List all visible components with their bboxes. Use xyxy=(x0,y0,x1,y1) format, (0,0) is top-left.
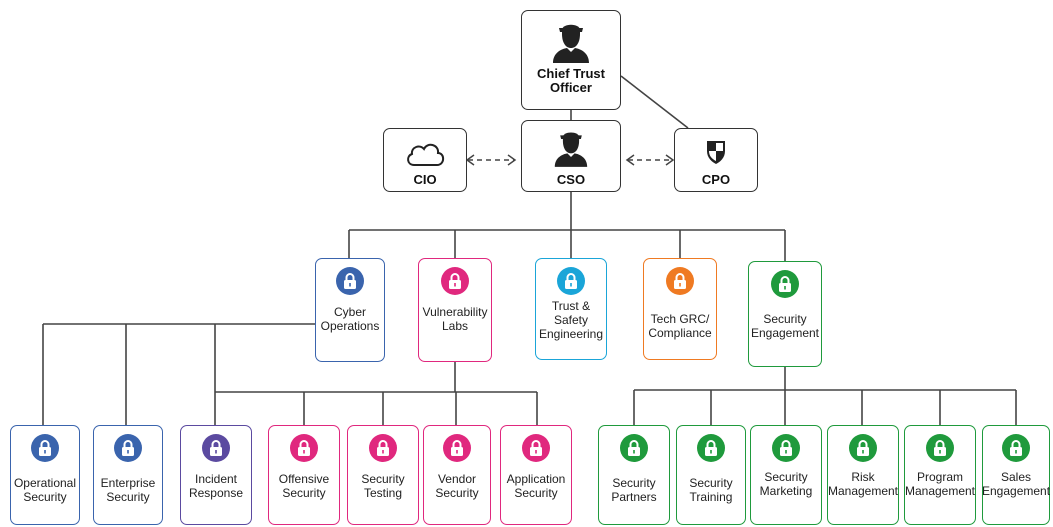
team-incident-response: Incident Response xyxy=(180,425,252,525)
team-label: Security Partners xyxy=(611,476,657,504)
team-label: Vendor Security xyxy=(435,472,479,500)
dept-security-engagement: Security Engagement xyxy=(748,261,822,367)
team-label: Operational Security xyxy=(13,476,77,504)
team-security-partners: Security Partners xyxy=(598,425,670,525)
dept-label: Security Engagement xyxy=(750,312,820,340)
cso-box: CSO xyxy=(521,120,621,192)
lock-icon xyxy=(290,434,318,462)
team-security-training: Security Training xyxy=(676,425,746,525)
team-offensive-security: Offensive Security xyxy=(268,425,340,525)
lock-icon xyxy=(369,434,397,462)
lock-icon xyxy=(202,434,230,462)
team-label: Incident Response xyxy=(188,472,244,500)
team-vendor-security: Vendor Security xyxy=(423,425,491,525)
cso-label: CSO xyxy=(556,172,586,187)
dept-trust-safety-engineering: Trust & Safety Engineering xyxy=(535,258,607,360)
cio-label: CIO xyxy=(413,172,437,187)
lock-icon xyxy=(771,270,799,298)
cloud-icon xyxy=(407,143,445,166)
cpo-box: CPO xyxy=(674,128,758,192)
shield-icon xyxy=(707,141,725,164)
lock-icon xyxy=(620,434,648,462)
team-label: Sales Engagement xyxy=(982,470,1051,498)
team-label: Security Marketing xyxy=(759,470,813,498)
team-enterprise-security: Enterprise Security xyxy=(93,425,163,525)
team-label: Security Testing xyxy=(361,472,405,500)
team-label: Risk Management xyxy=(827,470,899,498)
dept-cyber-operations: Cyber Operations xyxy=(315,258,385,362)
lock-icon xyxy=(441,267,469,295)
dept-vulnerability-labs: Vulnerability Labs xyxy=(418,258,492,362)
lock-icon xyxy=(557,267,585,295)
team-security-testing: Security Testing xyxy=(347,425,419,525)
dept-label: Cyber Operations xyxy=(320,305,380,333)
team-label: Security Training xyxy=(689,476,733,504)
team-operational-security: Operational Security xyxy=(10,425,80,525)
lock-icon xyxy=(443,434,471,462)
lock-icon xyxy=(114,434,142,462)
lock-icon xyxy=(697,434,725,462)
cpo-label: CPO xyxy=(701,172,731,187)
lock-icon xyxy=(31,434,59,462)
dept-label: Trust & Safety Engineering xyxy=(538,299,604,341)
lock-icon xyxy=(926,434,954,462)
chief-trust-officer-label: Chief Trust Officer xyxy=(537,66,605,95)
person-icon xyxy=(554,132,588,167)
team-label: Program Management xyxy=(904,470,976,498)
team-sales-engagement: Sales Engagement xyxy=(982,425,1050,525)
chief-trust-officer-box: Chief Trust Officer xyxy=(521,10,621,110)
lock-icon xyxy=(666,267,694,295)
team-label: Enterprise Security xyxy=(100,476,156,504)
team-application-security: Application Security xyxy=(500,425,572,525)
team-security-marketing: Security Marketing xyxy=(750,425,822,525)
lock-icon xyxy=(522,434,550,462)
dept-tech-grc-compliance: Tech GRC/ Compliance xyxy=(643,258,717,360)
person-icon xyxy=(553,24,589,63)
dept-label: Vulnerability Labs xyxy=(422,305,488,333)
lock-icon xyxy=(1002,434,1030,462)
lock-icon xyxy=(849,434,877,462)
team-risk-management: Risk Management xyxy=(827,425,899,525)
team-program-management: Program Management xyxy=(904,425,976,525)
dept-label: Tech GRC/ Compliance xyxy=(648,312,712,340)
team-label: Offensive Security xyxy=(278,472,330,500)
cio-box: CIO xyxy=(383,128,467,192)
lock-icon xyxy=(772,434,800,462)
team-label: Application Security xyxy=(506,472,566,500)
lock-icon xyxy=(336,267,364,295)
